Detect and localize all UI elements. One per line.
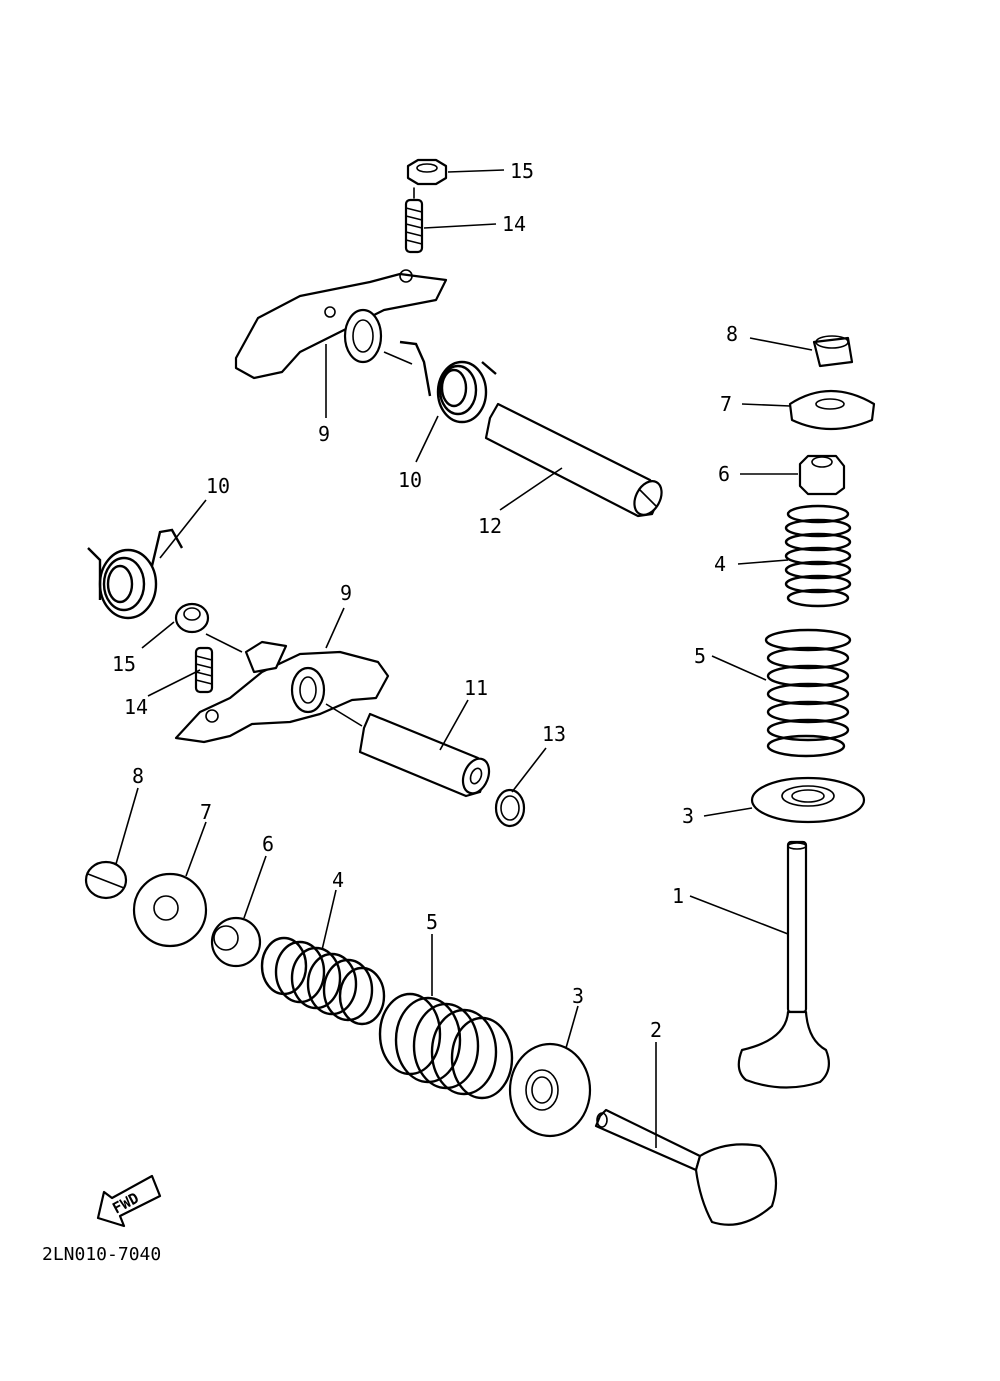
valve-stem-seal-left [210, 916, 262, 968]
callout-4-left: 4 [332, 868, 344, 892]
callout-10-lower: 10 [206, 474, 230, 498]
adjusting-nut-upper [406, 158, 448, 186]
callout-3-right: 3 [682, 804, 694, 828]
callout-11: 11 [464, 676, 488, 700]
valve-stem-seal-right [798, 454, 846, 496]
callout-7-left: 7 [200, 800, 212, 824]
rocker-shaft-upper [484, 402, 663, 518]
callout-6-right: 6 [718, 462, 730, 486]
callout-9-upper: 9 [318, 422, 330, 446]
callout-13: 13 [542, 722, 566, 746]
adjusting-screw-upper [404, 187, 424, 254]
rocker-spring-lower [87, 528, 184, 620]
inner-spring-right [784, 504, 852, 608]
callout-3-left: 3 [572, 984, 584, 1008]
o-ring [494, 788, 526, 828]
valve-left [594, 1108, 778, 1226]
spring-seat-left [508, 1042, 592, 1138]
callout-9-lower: 9 [340, 581, 352, 605]
adjusting-screw-lower [194, 646, 214, 694]
rocker-shaft-lower [358, 712, 491, 798]
spring-seat-right [750, 776, 866, 824]
callout-1: 1 [672, 884, 684, 908]
callout-14-lower: 14 [124, 695, 148, 719]
callout-8-left: 8 [132, 764, 144, 788]
valve-cotter-left [84, 860, 128, 900]
drawing-code: 2LN010-7040 [42, 1244, 161, 1265]
callout-5-left: 5 [426, 910, 438, 934]
rocker-spring-upper [399, 340, 497, 424]
spring-retainer-right [788, 389, 876, 431]
callout-15-upper: 15 [510, 159, 534, 183]
callout-14-upper: 14 [502, 212, 526, 236]
fwd-arrow: FWD [96, 1174, 162, 1228]
valve-cotter-right [812, 335, 854, 368]
callout-5-right: 5 [694, 644, 706, 668]
rocker-arm-lower [174, 640, 390, 744]
outer-spring-right [764, 628, 852, 758]
callout-8-right: 8 [726, 322, 738, 346]
callout-10-upper: 10 [398, 468, 422, 492]
inner-spring-left [260, 936, 386, 1026]
outer-spring-left [378, 992, 514, 1100]
adjusting-nut-lower [174, 602, 210, 634]
valve-right [737, 840, 831, 1089]
callout-7-right: 7 [720, 392, 732, 416]
callout-15-lower: 15 [112, 652, 136, 676]
callout-12: 12 [478, 514, 502, 538]
callout-6-left: 6 [262, 832, 274, 856]
rocker-arm-upper [234, 269, 448, 380]
spring-retainer-left [132, 872, 208, 948]
leader-lines [115, 169, 813, 1148]
callout-4-right: 4 [714, 552, 726, 576]
callout-2: 2 [650, 1018, 662, 1042]
